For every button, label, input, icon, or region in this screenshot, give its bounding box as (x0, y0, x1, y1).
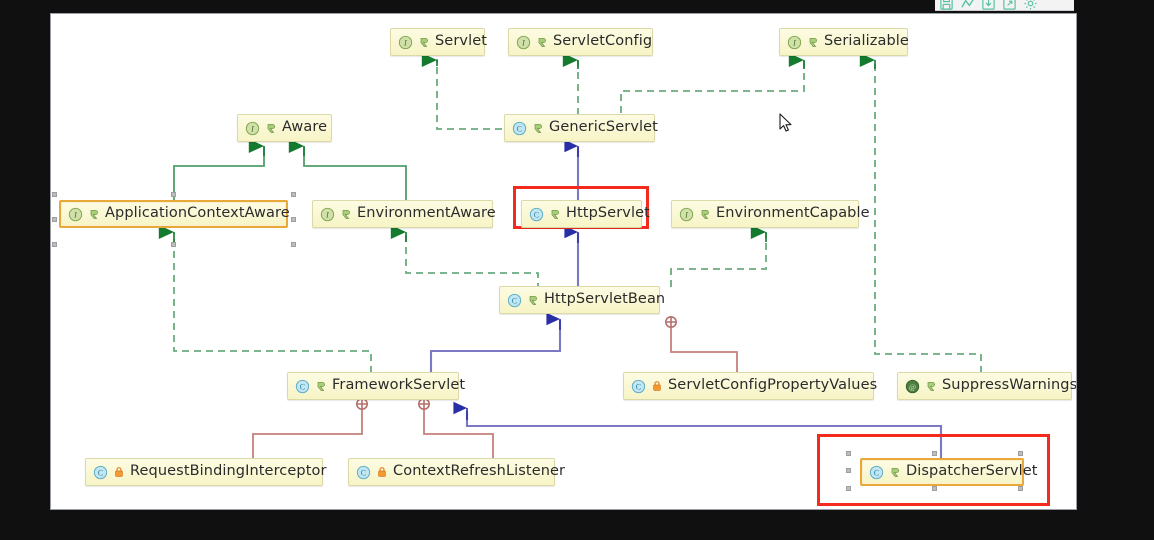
visibility-public-icon (807, 35, 819, 49)
class-icon: C (869, 465, 884, 480)
uml-node-label: ServletConfigPropertyValues (668, 377, 878, 394)
export-icon[interactable] (981, 0, 996, 11)
save-icon[interactable] (939, 0, 954, 11)
svg-text:C: C (874, 468, 879, 477)
visibility-public-icon (925, 379, 937, 393)
interface-icon: I (787, 35, 802, 50)
uml-node-httpservletbean[interactable]: C HttpServletBean (499, 286, 665, 314)
visibility-public-icon (418, 35, 430, 49)
annotation-icon: @ (905, 379, 920, 394)
svg-text:I: I (684, 210, 688, 219)
interface-icon: I (398, 35, 413, 50)
class-icon: C (295, 379, 310, 394)
settings-icon[interactable] (1023, 0, 1038, 11)
svg-text:I: I (325, 210, 329, 219)
visibility-private-icon (651, 379, 663, 393)
svg-text:C: C (517, 124, 522, 133)
svg-text:I: I (250, 124, 254, 133)
uml-node-label: RequestBindingInterceptor (130, 463, 327, 480)
interface-icon: I (516, 35, 531, 50)
visibility-public-icon (265, 121, 277, 135)
uml-node-servletconfig[interactable]: I ServletConfig (508, 28, 653, 56)
uml-node-httpservlet[interactable]: C HttpServlet (521, 200, 650, 228)
visibility-public-icon (536, 35, 548, 49)
interface-icon: I (320, 207, 335, 222)
edge-layer (158, 52, 982, 459)
svg-text:C: C (300, 382, 305, 391)
svg-text:I: I (521, 38, 525, 47)
visibility-public-icon (88, 207, 100, 221)
uml-node-servlet[interactable]: I Servlet (390, 28, 488, 56)
uml-node-label: EnvironmentAware (357, 205, 496, 222)
class-icon: C (356, 465, 371, 480)
uml-node-label: HttpServletBean (544, 291, 666, 308)
uml-node-label: SuppressWarnings (942, 377, 1077, 394)
visibility-public-icon (532, 121, 544, 135)
svg-text:C: C (534, 210, 539, 219)
uml-node-servletconfigpropertyvalues[interactable]: C ServletConfigPropertyValues (623, 372, 878, 400)
visibility-public-icon (549, 207, 561, 221)
uml-node-requestbindinginterceptor[interactable]: C RequestBindingInterceptor (85, 458, 326, 486)
layout-icon[interactable] (960, 0, 975, 11)
uml-node-label: ApplicationContextAware (105, 205, 290, 222)
uml-node-environmentaware[interactable]: I EnvironmentAware (312, 200, 496, 228)
visibility-public-icon (889, 465, 901, 479)
open-icon[interactable] (1002, 0, 1017, 11)
uml-node-contextrefreshlistener[interactable]: C ContextRefreshListener (348, 458, 565, 486)
uml-node-genericservlet[interactable]: C GenericServlet (504, 114, 658, 142)
highlight-dispatcherservlet (817, 434, 1050, 506)
diagram-canvas[interactable]: I Servlet I ServletConfig I Serializable… (50, 13, 1077, 510)
uml-node-label: ServletConfig (553, 33, 653, 50)
svg-text:C: C (636, 382, 641, 391)
uml-node-aware[interactable]: I Aware (237, 114, 332, 142)
visibility-public-icon (527, 293, 539, 307)
uml-node-label: DispatcherServlet (906, 463, 1038, 480)
uml-node-serializable[interactable]: I Serializable (779, 28, 909, 56)
svg-text:I: I (403, 38, 407, 47)
class-icon: C (631, 379, 646, 394)
interface-icon: I (68, 207, 83, 222)
uml-node-label: GenericServlet (549, 119, 658, 136)
uml-node-frameworkservlet[interactable]: C FrameworkServlet (287, 372, 465, 400)
inner-class-marker (355, 315, 677, 410)
class-icon: C (93, 465, 108, 480)
interface-icon: I (245, 121, 260, 136)
class-icon: C (512, 121, 527, 136)
visibility-private-icon (113, 465, 125, 479)
class-icon: C (529, 207, 544, 222)
uml-node-label: Aware (282, 119, 328, 136)
svg-text:I: I (73, 210, 77, 219)
uml-node-label: EnvironmentCapable (716, 205, 870, 222)
uml-node-label: ContextRefreshListener (393, 463, 566, 480)
svg-text:C: C (512, 296, 517, 305)
toolbar (935, 0, 1074, 11)
uml-node-label: HttpServlet (566, 205, 650, 222)
uml-node-label: Servlet (435, 33, 488, 50)
uml-node-suppresswarnings[interactable]: @ SuppressWarnings (897, 372, 1076, 400)
uml-node-environmentcapable[interactable]: I EnvironmentCapable (671, 200, 870, 228)
svg-text:@: @ (909, 382, 916, 391)
visibility-public-icon (340, 207, 352, 221)
interface-icon: I (679, 207, 694, 222)
mouse-cursor (779, 113, 792, 132)
class-icon: C (507, 293, 522, 308)
svg-text:C: C (361, 468, 366, 477)
uml-node-dispatcherservlet[interactable]: C DispatcherServlet (860, 458, 1037, 486)
uml-node-applicationcontextaware[interactable]: I ApplicationContextAware (59, 200, 290, 228)
svg-text:I: I (792, 38, 796, 47)
uml-node-label: FrameworkServlet (332, 377, 466, 394)
visibility-public-icon (315, 379, 327, 393)
visibility-private-icon (376, 465, 388, 479)
uml-node-label: Serializable (824, 33, 909, 50)
visibility-public-icon (699, 207, 711, 221)
svg-text:C: C (98, 468, 103, 477)
